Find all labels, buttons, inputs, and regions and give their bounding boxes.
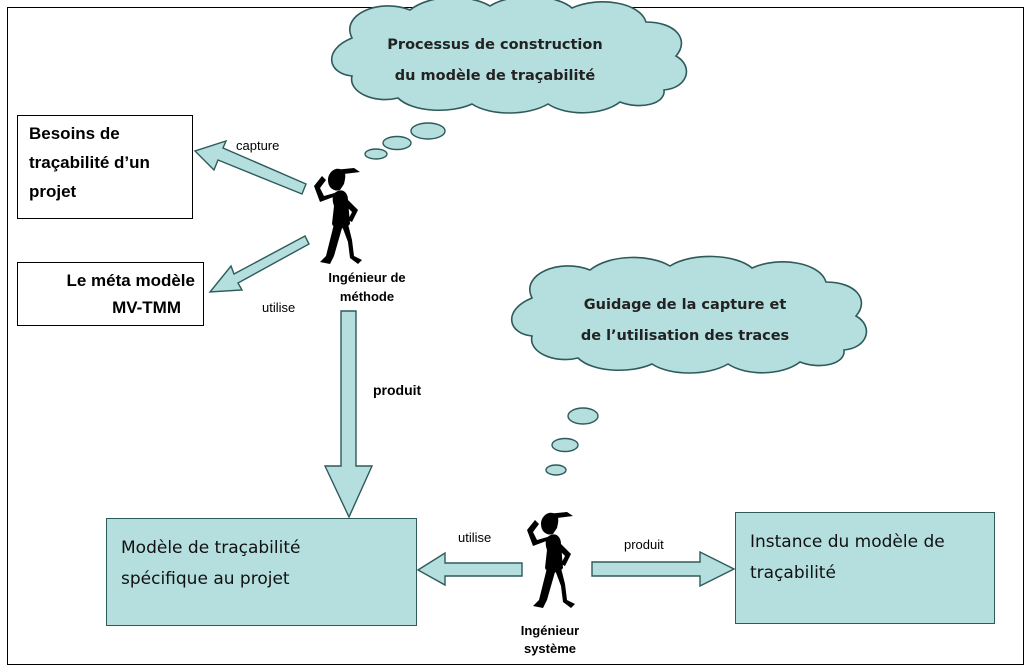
cloud-bottom-line2: de l’utilisation des traces: [580, 328, 790, 344]
label-utilise-modele: utilise: [458, 530, 492, 545]
box-modele-line1: Modèle de traçabilité: [121, 538, 301, 558]
box-modele-line2: spécifique au projet: [121, 569, 290, 589]
box-instance: Instance du modèle de traçabilité: [735, 512, 995, 624]
label-utilise-meta: utilise: [262, 300, 296, 315]
arrow-utilise-meta: [208, 235, 310, 293]
label-produit-instance: produit: [624, 537, 664, 552]
box-besoins: Besoins de traçabilité d’un projet: [17, 115, 193, 219]
arrow-produit-vertical: [323, 310, 374, 519]
box-meta-line2: MV-TMM: [112, 298, 181, 317]
label-produit-vertical: produit: [373, 382, 422, 398]
box-besoins-line2: traçabilité d’un: [29, 153, 150, 172]
cloud-top: [330, 0, 688, 160]
box-besoins-line1: Besoins de: [29, 124, 120, 143]
box-meta-line1: Le méta modèle: [66, 271, 196, 290]
arrow-capture: [193, 139, 307, 195]
cloud-bottom-line1: Guidage de la capture et: [583, 297, 787, 313]
cloud-bottom: [510, 255, 868, 476]
actor-methode-line2: méthode: [339, 289, 395, 304]
actor-methode-label: Ingénieur de méthode: [322, 268, 412, 306]
actor-systeme-label: Ingénieur système: [505, 622, 595, 658]
box-instance-line2: traçabilité: [750, 563, 836, 583]
box-instance-line1: Instance du modèle de: [750, 532, 945, 552]
cloud-top-line1: Processus de construction: [387, 37, 603, 53]
engineer-systeme-figure: [527, 512, 575, 608]
box-besoins-line3: projet: [29, 182, 77, 201]
arrow-produit-instance: [591, 550, 736, 588]
engineer-methode-figure: [314, 168, 362, 264]
box-meta-modele: Le méta modèle MV-TMM: [17, 262, 204, 326]
actor-systeme-line2: système: [523, 641, 577, 656]
actor-methode-line1: Ingénieur de: [328, 270, 406, 285]
label-capture: capture: [236, 138, 280, 153]
box-modele-specifique: Modèle de traçabilité spécifique au proj…: [106, 518, 417, 626]
cloud-top-text: Processus de construction du modèle de t…: [360, 30, 630, 92]
cloud-bottom-text: Guidage de la capture et de l’utilisatio…: [545, 290, 825, 352]
cloud-top-line2: du modèle de traçabilité: [394, 68, 596, 84]
arrow-utilise-modele: [416, 551, 523, 587]
actor-systeme-line1: Ingénieur: [520, 623, 580, 638]
